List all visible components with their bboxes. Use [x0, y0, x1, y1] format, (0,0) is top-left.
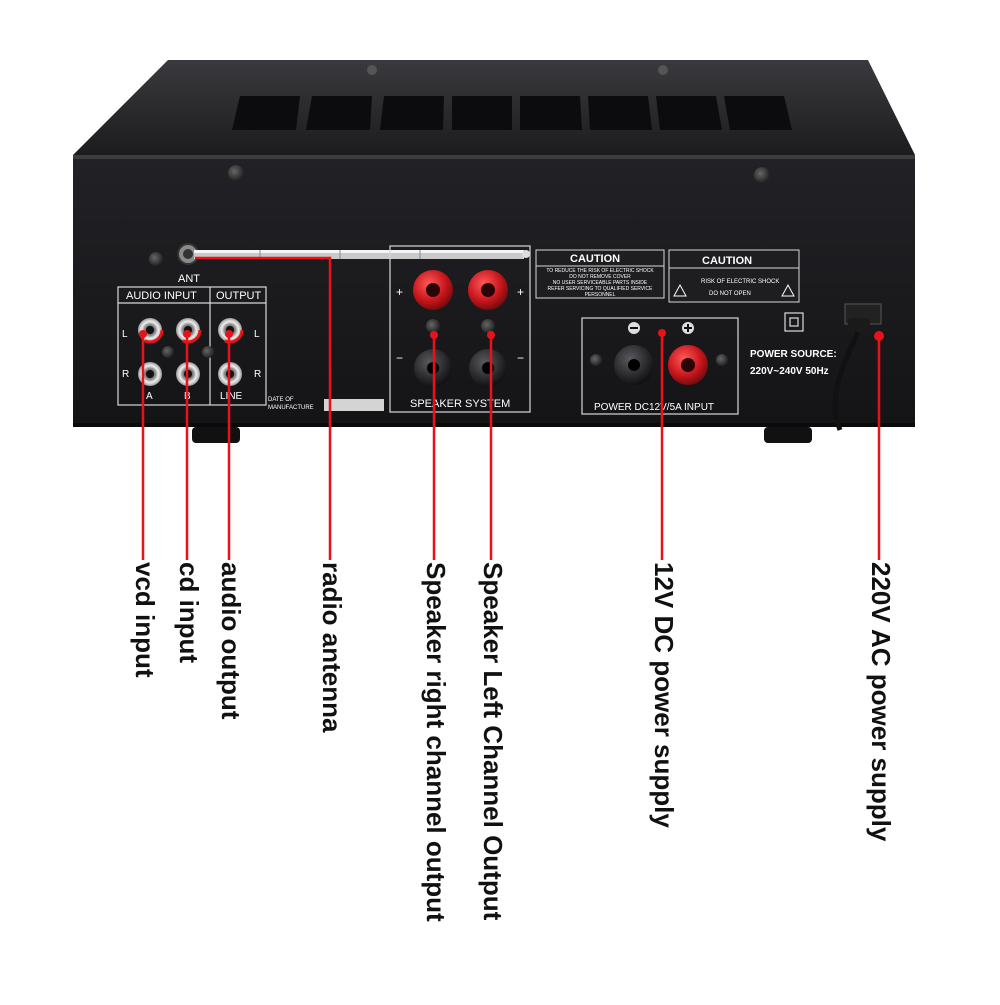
callout-cd-input: cd input — [174, 562, 204, 664]
minus-sign: − — [396, 351, 403, 365]
dc-terminal-black[interactable] — [614, 345, 654, 385]
ant-label: ANT — [178, 273, 200, 285]
jack-L-label: L — [254, 329, 260, 340]
audio-input-label: AUDIO INPUT — [126, 290, 197, 302]
foot — [192, 427, 240, 443]
callout-dots — [139, 329, 884, 341]
screw-icon — [367, 65, 377, 75]
screw-icon — [228, 165, 244, 181]
caution-label-right — [668, 249, 800, 303]
plus-sign: + — [396, 285, 403, 299]
power-source-value: 220V~240V 50Hz — [750, 366, 829, 377]
audio-io-block — [117, 286, 267, 406]
minus-sign: − — [517, 351, 524, 365]
antenna — [177, 243, 530, 265]
caution-title: CAUTION — [570, 253, 620, 265]
speaker-system-block — [389, 245, 531, 413]
speaker-terminal-red-right[interactable] — [468, 270, 508, 310]
power-source-label: POWER SOURCE: — [750, 349, 837, 360]
speaker-system-label: SPEAKER SYSTEM — [410, 398, 510, 410]
manufacture-label: MANUFACTURE — [268, 405, 314, 411]
jack-A-label: A — [146, 391, 153, 402]
dc-terminal-red[interactable] — [668, 345, 708, 385]
jack-R-label: R — [122, 369, 129, 380]
warning-triangle-icon — [781, 283, 795, 297]
rca-jack-a-right[interactable] — [138, 362, 162, 386]
callout-line-radio — [195, 256, 332, 560]
caution-label-left — [535, 249, 665, 299]
callout-vcd-input: vcd input — [130, 562, 160, 678]
foot — [764, 427, 812, 443]
caution-line: TO REDUCE THE RISK OF ELECTRIC SHOCK — [546, 268, 654, 274]
caution-line: REFER SERVICING TO QUALIFIED SERVICE — [548, 286, 654, 292]
double-insulation-icon — [784, 312, 804, 332]
callout-speaker-left: Speaker Left Channel Output — [478, 562, 508, 921]
callout-220v-ac: 220V AC power supply — [866, 562, 896, 842]
date-sticker — [324, 399, 384, 411]
warning-triangle-icon — [673, 283, 687, 297]
callout-speaker-right: Speaker right channel output — [421, 562, 451, 922]
callout-audio-output: audio output — [216, 562, 246, 720]
date-label: DATE OF — [268, 397, 294, 403]
jack-line-label: LINE — [220, 391, 243, 402]
power-dc-block — [581, 317, 739, 415]
caution-line: DO NOT OPEN — [709, 291, 751, 297]
screw-icon — [149, 252, 163, 266]
caution-title: CAUTION — [702, 255, 752, 267]
minus-circle-icon — [628, 322, 640, 334]
caution-line: NO USER SERVICEABLE PARTS INSIDE — [553, 280, 648, 286]
power-dc-label: POWER DC12V/5A INPUT — [594, 402, 714, 413]
caution-line: RISK OF ELECTRIC SHOCK — [701, 279, 779, 285]
caution-line: PERSONNEL — [585, 292, 616, 298]
caution-line: DO NOT REMOVE COVER — [569, 274, 631, 280]
jack-R-label: R — [254, 369, 261, 380]
plus-sign: + — [517, 285, 524, 299]
ac-power-cord[interactable] — [832, 303, 882, 431]
speaker-terminal-red-left[interactable] — [413, 270, 453, 310]
vent-slots — [232, 96, 792, 130]
rca-jack-a-left[interactable] — [136, 316, 164, 344]
jack-L-label: L — [122, 329, 128, 340]
screw-icon — [658, 65, 668, 75]
screw-icon — [754, 167, 770, 183]
callout-lines — [141, 256, 881, 560]
plus-circle-icon — [682, 322, 694, 334]
callout-12v-dc: 12V DC power supply — [649, 562, 679, 828]
output-label: OUTPUT — [216, 290, 262, 302]
callout-radio-antenna: radio antenna — [317, 562, 347, 733]
speaker-terminal-black-right[interactable] — [469, 349, 507, 387]
